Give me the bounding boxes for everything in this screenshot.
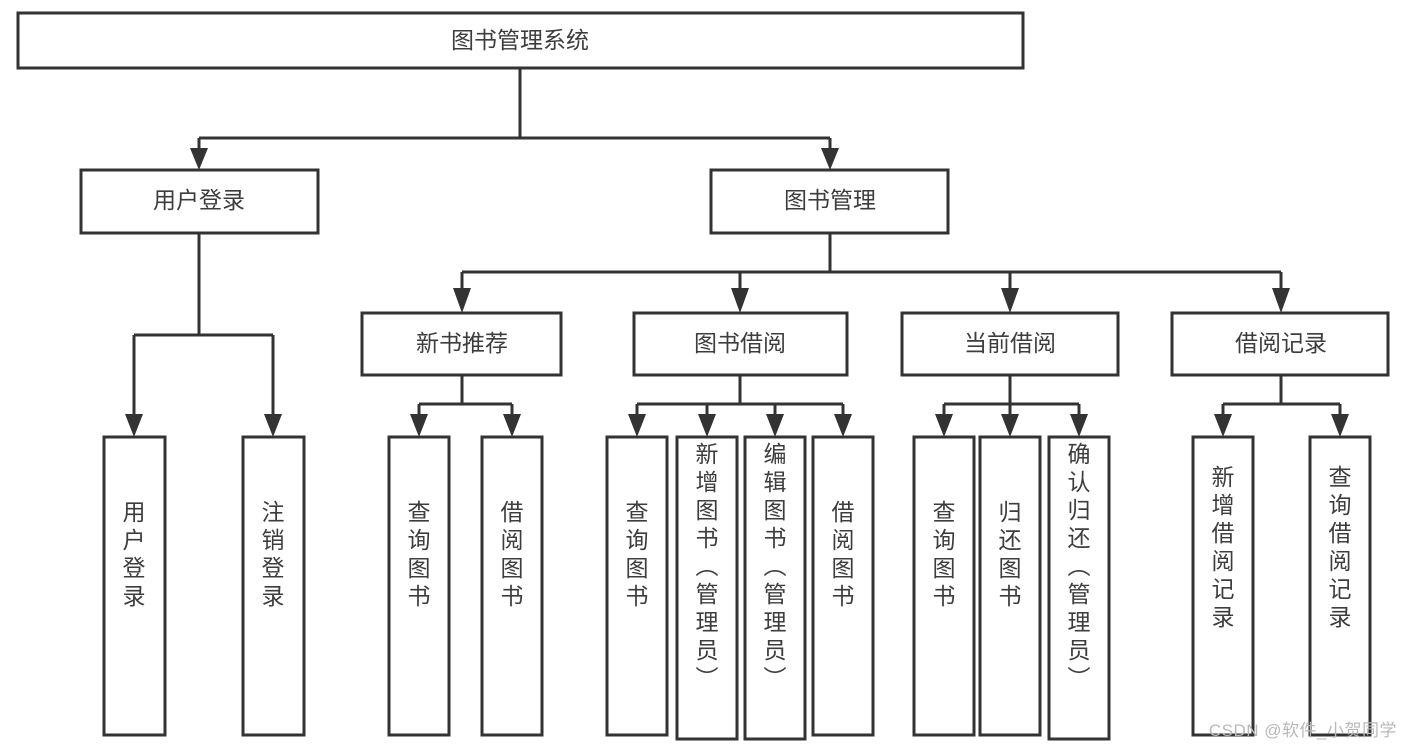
node-leaf-user-login-label: 用户登录 <box>123 499 146 609</box>
node-root[interactable]: 图书管理系统 <box>16 11 1025 70</box>
arrow-head-leaf-query-book-2 <box>628 414 646 437</box>
node-leaf-borrow-book-2-box[interactable] <box>811 435 875 737</box>
node-leaf-query-borrow-record-label: 查询借阅记录 <box>1329 464 1352 630</box>
node-book-management-box[interactable] <box>709 168 950 235</box>
node-leaf-add-borrow-record-box[interactable] <box>1191 435 1255 737</box>
node-book-borrow-label: 图书借阅 <box>694 330 786 356</box>
node-leaf-query-book-2[interactable]: 查询图书 <box>605 435 669 737</box>
connector-group-new-book-recommend <box>410 375 521 437</box>
node-leaf-logout-login-label: 注销登录 <box>262 499 285 609</box>
node-leaf-confirm-return-admin-box[interactable] <box>1047 435 1111 741</box>
node-leaf-query-book-3[interactable]: 查询图书 <box>912 435 976 737</box>
node-leaf-add-book-admin[interactable]: 新增图书︵管理员︶ <box>675 435 739 741</box>
node-book-borrow-box[interactable] <box>632 311 849 377</box>
node-leaf-add-book-admin-box[interactable] <box>675 435 739 741</box>
node-leaf-return-book[interactable]: 归还图书 <box>978 435 1042 737</box>
arrow-head-leaf-logout-login <box>264 414 282 437</box>
arrow-head-leaf-return-book <box>1001 414 1019 437</box>
node-book-borrow[interactable]: 图书借阅 <box>632 311 849 377</box>
arrow-head-leaf-confirm-return-admin <box>1070 414 1088 437</box>
node-leaf-query-borrow-record-box[interactable] <box>1308 435 1372 737</box>
node-leaf-logout-login[interactable]: 注销登录 <box>241 435 306 737</box>
arrow-head-leaf-borrow-book-1 <box>503 414 521 437</box>
node-leaf-query-book-2-box[interactable] <box>605 435 669 737</box>
arrow-head-user-login <box>190 148 208 170</box>
node-new-book-recommend-box[interactable] <box>360 311 563 377</box>
node-user-login-label: 用户登录 <box>153 187 245 213</box>
node-leaf-borrow-book-1[interactable]: 借阅图书 <box>480 435 544 737</box>
node-leaf-borrow-book-1-box[interactable] <box>480 435 544 737</box>
arrow-head-current-borrow <box>1001 288 1019 313</box>
connector-group-book-borrow <box>628 375 852 437</box>
node-leaf-logout-login-box[interactable] <box>241 435 306 737</box>
node-leaf-query-borrow-record[interactable]: 查询借阅记录 <box>1308 435 1372 737</box>
node-leaf-user-login-box[interactable] <box>102 435 167 737</box>
node-leaf-edit-book-admin[interactable]: 编辑图书︵管理员︶ <box>743 435 807 741</box>
node-leaf-edit-book-admin-box[interactable] <box>743 435 807 741</box>
node-leaf-query-book-2-label: 查询图书 <box>626 499 649 609</box>
connector-group-root <box>190 68 839 170</box>
node-leaf-query-book-1-label: 查询图书 <box>408 499 431 609</box>
node-book-management-label: 图书管理 <box>784 187 876 213</box>
node-new-book-recommend[interactable]: 新书推荐 <box>360 311 563 377</box>
node-leaf-query-book-3-box[interactable] <box>912 435 976 737</box>
connector-group-book-management <box>453 233 1290 313</box>
arrow-head-leaf-query-book-3 <box>935 414 953 437</box>
node-leaf-add-borrow-record-label: 新增借阅记录 <box>1212 464 1235 630</box>
node-leaf-confirm-return-admin[interactable]: 确认归还︵管理员︶ <box>1047 435 1111 741</box>
arrow-head-leaf-query-book-1 <box>410 414 428 437</box>
arrow-head-leaf-add-book-admin <box>698 414 716 437</box>
node-borrow-record[interactable]: 借阅记录 <box>1170 311 1390 377</box>
node-leaf-user-login[interactable]: 用户登录 <box>102 435 167 737</box>
connector-group-borrow-record <box>1214 375 1349 437</box>
node-leaf-borrow-book-1-label: 借阅图书 <box>501 499 524 609</box>
node-new-book-recommend-label: 新书推荐 <box>416 330 508 356</box>
node-leaf-add-borrow-record[interactable]: 新增借阅记录 <box>1191 435 1255 737</box>
arrow-head-leaf-query-borrow-record <box>1331 414 1349 437</box>
node-leaf-return-book-label: 归还图书 <box>999 499 1022 609</box>
node-user-login[interactable]: 用户登录 <box>79 168 320 235</box>
arrow-head-book-borrow <box>731 288 749 313</box>
arrow-head-leaf-add-borrow-record <box>1214 414 1232 437</box>
node-leaf-edit-book-admin-label: 编辑图书︵管理员︶ <box>764 441 787 691</box>
node-borrow-record-label: 借阅记录 <box>1235 330 1327 356</box>
node-current-borrow[interactable]: 当前借阅 <box>900 311 1120 377</box>
connector-group-current-borrow <box>935 375 1088 437</box>
connector-group-user-login <box>125 233 282 437</box>
node-leaf-query-book-1-box[interactable] <box>387 435 451 737</box>
node-current-borrow-box[interactable] <box>900 311 1120 377</box>
node-user-login-box[interactable] <box>79 168 320 235</box>
arrow-head-leaf-borrow-book-2 <box>834 414 852 437</box>
arrow-head-leaf-edit-book-admin <box>766 414 784 437</box>
node-leaf-query-book-3-label: 查询图书 <box>933 499 956 609</box>
node-current-borrow-label: 当前借阅 <box>964 330 1056 356</box>
node-leaf-query-book-1[interactable]: 查询图书 <box>387 435 451 737</box>
arrow-head-new-book-recommend <box>453 288 471 313</box>
arrow-head-book-management <box>821 148 839 170</box>
node-leaf-add-book-admin-label: 新增图书︵管理员︶ <box>696 441 719 691</box>
arrow-head-leaf-user-login <box>125 414 143 437</box>
node-leaf-borrow-book-2[interactable]: 借阅图书 <box>811 435 875 737</box>
node-book-management[interactable]: 图书管理 <box>709 168 950 235</box>
node-leaf-confirm-return-admin-label: 确认归还︵管理员︶ <box>1068 441 1091 691</box>
node-borrow-record-box[interactable] <box>1170 311 1390 377</box>
node-root-label: 图书管理系统 <box>451 27 589 53</box>
node-leaf-return-book-box[interactable] <box>978 435 1042 737</box>
node-root-box[interactable] <box>16 11 1025 70</box>
node-leaf-borrow-book-2-label: 借阅图书 <box>832 499 855 609</box>
arrow-head-borrow-record <box>1272 288 1290 313</box>
